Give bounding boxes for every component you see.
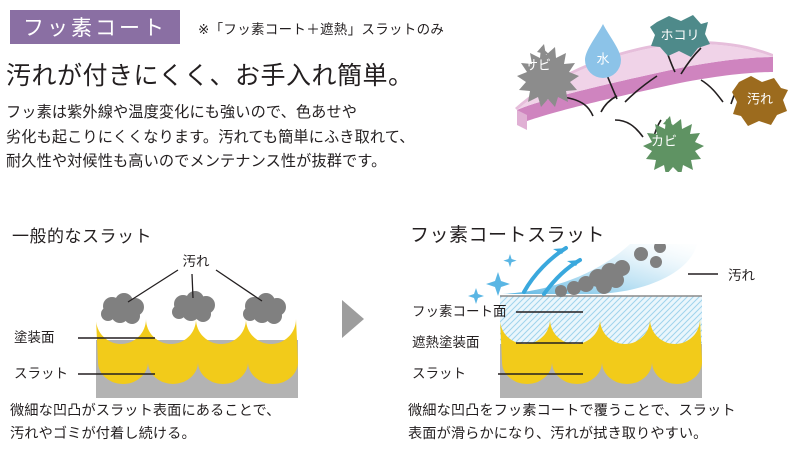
- blob-dust: ホコリ: [650, 15, 710, 57]
- left-caption: 微細な凹凸がスラット表面にあることで、 汚れやゴミが付着し続ける。: [10, 400, 280, 445]
- right-caption: 微細な凹凸をフッ素コートで覆うことで、スラット 表面が滑らかになり、汚れが拭き取…: [408, 400, 736, 445]
- left-label-dirt: 汚れ: [183, 254, 210, 270]
- dirt-clump-3: [243, 293, 286, 324]
- blob-dirt-label: 汚れ: [747, 93, 773, 108]
- right-label-slat: スラット: [412, 366, 466, 382]
- blob-water: 水: [585, 24, 621, 78]
- right-caption-line-2: 表面が滑らかになり、汚れが拭き取りやすい。: [408, 425, 708, 442]
- left-dirt-clumps: [101, 291, 286, 324]
- blob-water-label: 水: [596, 53, 609, 68]
- body-line-2: 劣化も起こりにくくなります。汚れても簡単にふき取れて、: [6, 127, 415, 146]
- repel-swoosh: [502, 244, 698, 294]
- dust-blob-icon: [650, 15, 710, 57]
- left-label-slat: スラット: [14, 366, 68, 382]
- rust-star-icon: [517, 44, 579, 107]
- blob-dirt: 汚れ: [732, 76, 788, 126]
- left-label-paint: 塗装面: [14, 329, 55, 346]
- right-dirt-clumps: [555, 244, 666, 297]
- right-label-fluorine: フッ素コート面: [412, 304, 507, 320]
- body-paragraph: フッ素は紫外線や温度変化にも強いので、色あせや 劣化も起こりにくくなります。汚れ…: [6, 100, 506, 174]
- standard-slat-diagram: 汚れ 塗装面 スラット: [0, 244, 345, 402]
- play-triangle-icon: [342, 300, 364, 338]
- transition-arrow: [338, 298, 368, 345]
- blob-mold: カビ: [643, 116, 704, 172]
- repel-arrow-heads: [553, 248, 580, 266]
- dirt-clump-2: [172, 291, 215, 322]
- section-badge-label: フッ素コート: [23, 16, 167, 40]
- slat-edge: [517, 57, 773, 125]
- section-badge: フッ素コート: [10, 10, 180, 44]
- header-note: ※「フッ素コート＋遮熱」スラットのみ: [198, 22, 445, 38]
- body-line-1: フッ素は紫外線や温度変化にも強いので、色あせや: [6, 103, 358, 121]
- blob-rust: サビ: [517, 44, 579, 107]
- slat-top-face: [517, 44, 773, 110]
- left-caption-line-2: 汚れやゴミが付着し続ける。: [10, 425, 196, 442]
- slat-left-end: [517, 110, 527, 130]
- dirt-blob-icon: [732, 76, 788, 126]
- right-paint-layer: [500, 319, 702, 384]
- sparkle-icons: [468, 254, 517, 304]
- blob-mold-label: カビ: [651, 135, 677, 150]
- panel-right-title: フッ素コートスラット: [410, 224, 606, 246]
- panel-left-title: 一般的なスラット: [12, 227, 152, 247]
- page-title: 汚れが付きにくく、お手入れ簡単。: [6, 61, 414, 90]
- blob-dust-label: ホコリ: [660, 29, 699, 44]
- right-label-heatshield: 遮熱塗装面: [412, 334, 480, 351]
- body-line-3: 耐久性や対候性も高いのでメンテナンス性が抜群です。: [6, 152, 387, 171]
- left-caption-line-1: 微細な凹凸がスラット表面にあることで、: [10, 403, 281, 419]
- blob-rust-label: サビ: [525, 59, 551, 74]
- hero-illustration: 水 ホコリ サビ カビ 汚れ: [505, 2, 790, 172]
- water-drop-icon: [585, 24, 621, 78]
- fluorine-slat-diagram: 汚れ フッ素コート面 遮熱塗装面 スラット: [398, 244, 790, 402]
- dirt-clump-1: [101, 293, 144, 324]
- right-label-dirt: 汚れ: [728, 268, 756, 284]
- left-paint-layer: [96, 319, 298, 384]
- right-caption-line-1: 微細な凹凸をフッ素コートで覆うことで、スラット: [408, 403, 736, 419]
- left-dirt-leaders: [127, 269, 263, 303]
- mold-star-icon: [643, 116, 704, 172]
